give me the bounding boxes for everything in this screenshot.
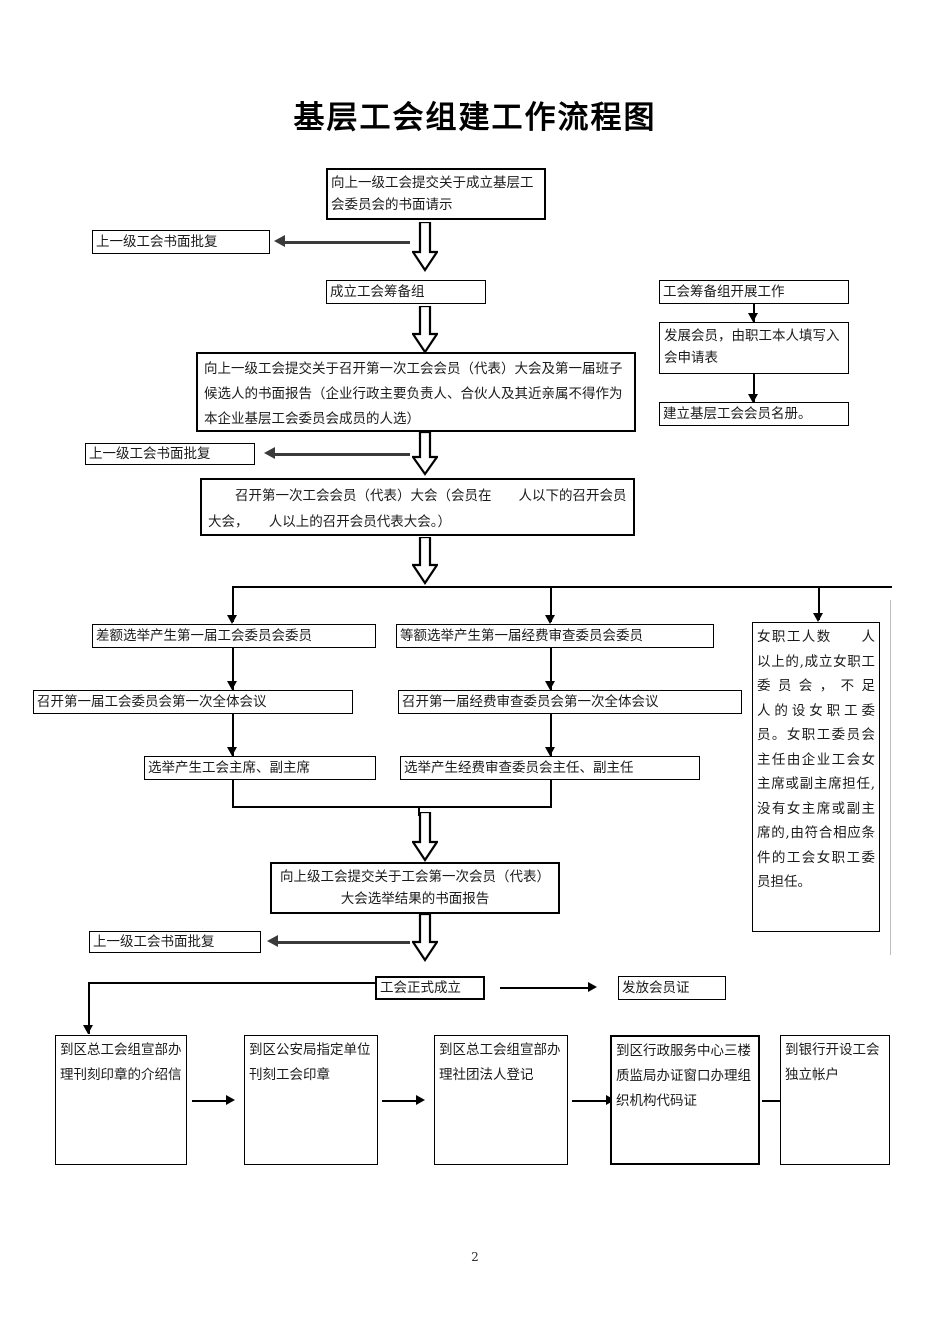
node-upper-union-reply-3: 上一级工会书面批复 <box>89 931 261 953</box>
node-procedure-step-3: 到区总工会组宣部办理社团法人登记 <box>434 1035 568 1165</box>
node-prep-group-work: 工会筹备组开展工作 <box>659 280 849 304</box>
split-bus-horizontal <box>232 586 892 588</box>
node-develop-members-label: 发展会员，由职工本人填写入会申请表 <box>664 328 840 366</box>
connector-established-left <box>88 982 376 984</box>
node-elect-audit-chair-label: 选举产生经费审查委员会主任、副主任 <box>404 760 634 776</box>
node-procedure-step-1-label: 到区总工会组宣部办理刊刻印章的介绍信 <box>60 1042 182 1083</box>
node-written-request: 向上一级工会提交关于成立基层工会委员会的书面请示 <box>326 168 546 220</box>
connector-committee-to-plenary <box>232 648 234 690</box>
node-first-plenary-meeting: 召开第一届工会委员会第一次全体会议 <box>33 690 353 714</box>
node-procedure-step-3-label: 到区总工会组宣部办理社团法人登记 <box>439 1042 561 1083</box>
block-arrow-down-icon <box>412 914 438 962</box>
connector-members-to-roster <box>753 374 755 402</box>
node-first-congress: 召开第一次工会会员（代表）大会（会员在 人以下的召开会员大会， 人以上的召开会员… <box>200 478 635 536</box>
node-elect-audit-committee: 等额选举产生第一届经费审查委员会委员 <box>396 624 714 648</box>
arrow-down-icon <box>545 747 555 756</box>
node-procedure-step-2: 到区公安局指定单位刊刻工会印章 <box>244 1035 378 1165</box>
node-establish-prep-group-label: 成立工会筹备组 <box>330 284 425 300</box>
node-union-established: 工会正式成立 <box>375 976 485 1000</box>
node-elect-union-committee: 差额选举产生第一届工会委员会委员 <box>92 624 376 648</box>
node-audit-plenary-meeting: 召开第一届经费审查委员会第一次全体会议 <box>398 690 742 714</box>
node-procedure-step-4: 到区行政服务中心三楼质监局办证窗口办理组织机构代码证 <box>610 1035 760 1165</box>
node-first-congress-label: 召开第一次工会会员（代表）大会（会员在 人以下的召开会员大会， 人以上的召开会员… <box>208 488 627 530</box>
connector-plenary-to-chair <box>232 714 234 756</box>
connector-established-to-cards <box>500 987 590 989</box>
node-develop-members: 发展会员，由职工本人填写入会申请表 <box>659 322 849 374</box>
arrow-right-icon <box>588 982 597 992</box>
node-issue-member-cards: 发放会员证 <box>618 976 726 1000</box>
node-congress-report-label: 向上一级工会提交关于召开第一次工会会员（代表）大会及第一届班子候选人的书面报告（… <box>204 361 623 427</box>
node-elect-audit-committee-label: 等额选举产生第一届经费审查委员会委员 <box>400 628 643 644</box>
node-audit-plenary-meeting-label: 召开第一届经费审查委员会第一次全体会议 <box>402 694 659 710</box>
arrow-left-icon <box>274 235 285 247</box>
split-branch-middle <box>550 586 552 622</box>
node-procedure-step-5-label: 到银行开设工会独立帐户 <box>785 1042 880 1083</box>
arrow-left-icon <box>267 935 278 947</box>
feedback-arrow-shaft-1 <box>285 241 410 244</box>
node-issue-member-cards-label: 发放会员证 <box>622 980 690 996</box>
block-arrow-down-icon <box>412 222 438 272</box>
merge-middle-stem <box>550 780 552 806</box>
arrow-down-icon <box>227 615 237 624</box>
block-arrow-down-icon <box>412 306 438 354</box>
node-upper-union-reply-3-label: 上一级工会书面批复 <box>93 934 215 950</box>
node-prep-group-work-label: 工会筹备组开展工作 <box>663 284 785 300</box>
connector-established-down <box>88 982 90 1034</box>
node-procedure-step-1: 到区总工会组宣部办理刊刻印章的介绍信 <box>55 1035 187 1165</box>
connector-step3-to-step4 <box>572 1100 608 1102</box>
node-elect-audit-chair: 选举产生经费审查委员会主任、副主任 <box>400 756 700 780</box>
node-elect-chairperson-label: 选举产生工会主席、副主席 <box>148 760 310 776</box>
node-upper-union-reply-2-label: 上一级工会书面批复 <box>89 446 211 462</box>
merge-center-stem <box>418 806 420 816</box>
arrow-down-icon <box>813 613 823 622</box>
feedback-arrow-shaft-3 <box>278 941 410 944</box>
arrow-right-icon <box>416 1095 425 1105</box>
arrow-down-icon <box>748 313 758 322</box>
node-member-roster: 建立基层工会会员名册。 <box>659 402 849 426</box>
node-upper-union-reply-1: 上一级工会书面批复 <box>92 230 270 254</box>
node-procedure-step-2-label: 到区公安局指定单位刊刻工会印章 <box>249 1042 371 1083</box>
node-congress-report: 向上一级工会提交关于召开第一次工会会员（代表）大会及第一届班子候选人的书面报告（… <box>196 352 636 432</box>
node-election-result-report-label: 向上级工会提交关于工会第一次会员（代表）大会选举结果的书面报告 <box>280 869 550 907</box>
page-title: 基层工会组建工作流程图 <box>293 100 657 136</box>
node-elect-union-committee-label: 差额选举产生第一届工会委员会委员 <box>96 628 312 644</box>
node-procedure-step-4-label: 到区行政服务中心三楼质监局办证窗口办理组织机构代码证 <box>616 1043 751 1109</box>
node-first-plenary-meeting-label: 召开第一届工会委员会第一次全体会议 <box>37 694 267 710</box>
connector-step4-to-step5 <box>762 1100 784 1102</box>
node-upper-union-reply-1-label: 上一级工会书面批复 <box>96 234 218 250</box>
page-margin-rule <box>890 600 891 955</box>
arrow-down-icon <box>545 681 555 690</box>
block-arrow-down-icon <box>412 432 438 476</box>
node-women-workers-committee-label: 女职工人数 人以上的,成立女职工委员会，不足 人的设女职工委员。女职工委员会主任… <box>757 629 902 890</box>
block-arrow-down-icon <box>412 812 438 862</box>
split-branch-left <box>232 586 234 622</box>
node-establish-prep-group: 成立工会筹备组 <box>326 280 486 304</box>
arrow-down-icon <box>83 1025 93 1034</box>
node-procedure-step-5: 到银行开设工会独立帐户 <box>780 1035 890 1165</box>
arrow-down-icon <box>545 615 555 624</box>
node-elect-chairperson: 选举产生工会主席、副主席 <box>144 756 376 780</box>
merge-left-stem <box>232 780 234 806</box>
page-number: 2 <box>471 1250 479 1264</box>
node-women-workers-committee: 女职工人数 人以上的,成立女职工委员会，不足 人的设女职工委员。女职工委员会主任… <box>752 622 902 932</box>
node-election-result-report: 向上级工会提交关于工会第一次会员（代表）大会选举结果的书面报告 <box>270 862 560 914</box>
merge-horizontal <box>232 806 552 808</box>
arrow-down-icon <box>227 681 237 690</box>
block-arrow-down-icon <box>412 537 438 585</box>
connector-step1-to-step2 <box>192 1100 228 1102</box>
node-union-established-label: 工会正式成立 <box>380 980 461 996</box>
arrow-right-icon <box>226 1095 235 1105</box>
connector-audit-to-plenary <box>550 648 552 690</box>
node-member-roster-label: 建立基层工会会员名册。 <box>663 406 812 422</box>
arrow-down-icon <box>748 394 758 403</box>
connector-step2-to-step3 <box>382 1100 418 1102</box>
arrow-left-icon <box>264 447 275 459</box>
node-upper-union-reply-2: 上一级工会书面批复 <box>85 443 255 465</box>
node-written-request-label: 向上一级工会提交关于成立基层工会委员会的书面请示 <box>331 175 534 213</box>
arrow-down-icon <box>227 747 237 756</box>
feedback-arrow-shaft-2 <box>275 453 410 456</box>
split-branch-right <box>818 586 820 620</box>
connector-auditplenary-to-chair <box>550 714 552 756</box>
